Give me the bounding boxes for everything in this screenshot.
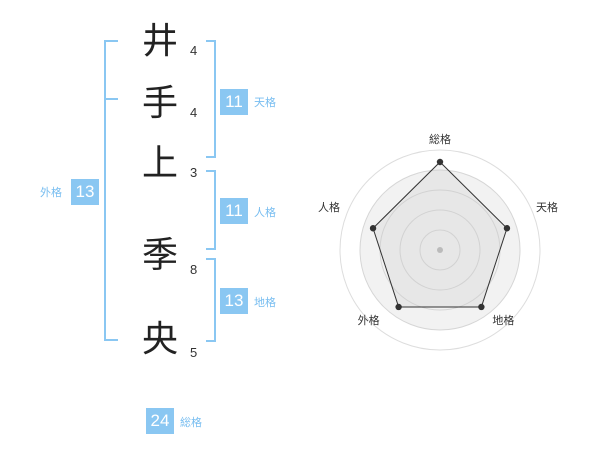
name-char-3: 上 bbox=[141, 143, 178, 184]
radar-point-1 bbox=[436, 158, 444, 166]
name-char-2: 手 bbox=[141, 83, 178, 124]
stroke-count-5: 5 bbox=[190, 345, 198, 360]
stroke-count-2: 4 bbox=[190, 105, 198, 120]
radar-value-polygon bbox=[372, 161, 508, 308]
radar-point-3 bbox=[478, 303, 485, 311]
radar-ring-1 bbox=[419, 229, 461, 271]
radar-axis-label-4: 外格 bbox=[358, 313, 380, 327]
name-char-4: 季 bbox=[141, 235, 178, 276]
radar-axis-label-3: 地格 bbox=[492, 313, 514, 327]
chikaku-bracket bbox=[206, 258, 216, 342]
radar-point-5 bbox=[369, 225, 377, 232]
stroke-count-4: 8 bbox=[190, 262, 198, 277]
tenkaku-label: 天格 bbox=[254, 96, 276, 109]
name-char-1: 井 bbox=[141, 21, 178, 62]
radar-axis-label-5: 人格 bbox=[318, 200, 340, 214]
gaikaku-label: 外格 bbox=[40, 186, 62, 199]
soukaku-label: 総格 bbox=[180, 416, 202, 429]
soukaku-badge: 24 bbox=[146, 408, 174, 434]
radar-center-dot bbox=[437, 247, 443, 253]
gaikaku-bracket-tick bbox=[104, 98, 118, 100]
chikaku-badge: 13 bbox=[220, 288, 248, 314]
jinkaku-bracket bbox=[206, 170, 216, 250]
radar-point-4 bbox=[395, 303, 402, 311]
gaikaku-bracket bbox=[104, 40, 118, 341]
jinkaku-badge: 11 bbox=[220, 198, 248, 224]
tenkaku-badge: 11 bbox=[220, 89, 248, 115]
radar-axis-label-2: 天格 bbox=[536, 200, 558, 214]
radar-point-2 bbox=[503, 225, 511, 232]
chikaku-label: 地格 bbox=[254, 296, 276, 309]
radar-axis-label-1: 総格 bbox=[429, 132, 451, 146]
radar-ring-2 bbox=[399, 209, 481, 291]
gaikaku-badge: 13 bbox=[71, 179, 99, 205]
stroke-count-1: 4 bbox=[190, 43, 198, 58]
jinkaku-label: 人格 bbox=[254, 206, 276, 219]
name-char-5: 央 bbox=[141, 319, 178, 360]
tenkaku-bracket bbox=[206, 40, 216, 158]
stroke-count-3: 3 bbox=[190, 165, 198, 180]
